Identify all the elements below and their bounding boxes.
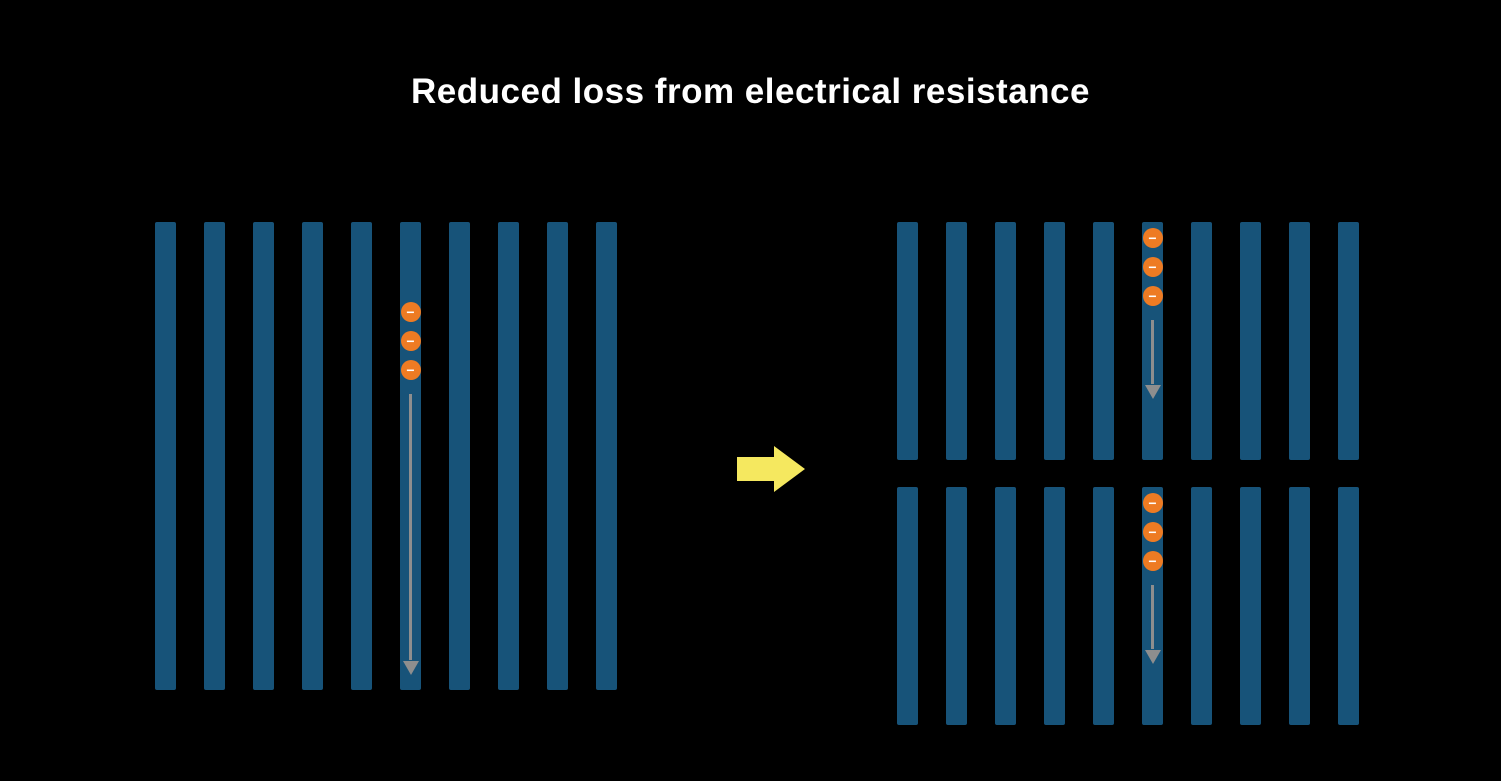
busbar <box>995 222 1016 460</box>
busbar <box>897 222 918 460</box>
electron-icon: − <box>1142 286 1163 306</box>
busbar <box>204 222 225 690</box>
busbar <box>155 222 176 690</box>
electron-icon: − <box>1142 257 1163 277</box>
busbar <box>995 487 1016 725</box>
transition-arrow-head-icon <box>774 446 805 492</box>
flow-arrow-head-icon <box>1144 650 1161 664</box>
busbar <box>449 222 470 690</box>
electron-icon: − <box>400 360 421 380</box>
half-cell-bottom: − − − <box>897 487 1359 725</box>
electron-current-flow: − − − <box>1142 228 1163 399</box>
busbar <box>946 487 967 725</box>
busbar <box>1093 222 1114 460</box>
electron-icon: − <box>1142 228 1163 248</box>
electron-icon: − <box>1142 493 1163 513</box>
electron-icon: − <box>1142 551 1163 571</box>
electron-current-flow: − − − <box>1142 493 1163 664</box>
flow-arrow-shaft <box>409 394 412 660</box>
electron-icon: − <box>400 302 421 322</box>
busbar <box>498 222 519 690</box>
busbar <box>1191 222 1212 460</box>
flow-arrow-shaft <box>1151 585 1154 649</box>
flow-arrow-head-icon <box>1144 385 1161 399</box>
busbar <box>1338 222 1359 460</box>
busbar <box>1338 487 1359 725</box>
busbar <box>1240 222 1261 460</box>
full-solar-cell: − − − <box>155 222 617 690</box>
busbar <box>946 222 967 460</box>
busbar <box>897 487 918 725</box>
half-cell-top: − − − <box>897 222 1359 460</box>
busbar <box>596 222 617 690</box>
electron-icon: − <box>400 331 421 351</box>
transition-right-arrow-icon <box>737 446 807 492</box>
flow-arrow-shaft <box>1151 320 1154 384</box>
transition-arrow-shaft <box>737 457 774 481</box>
busbar <box>351 222 372 690</box>
busbar <box>1191 487 1212 725</box>
busbar <box>1289 222 1310 460</box>
busbar <box>1044 222 1065 460</box>
busbar <box>1289 487 1310 725</box>
busbar <box>1240 487 1261 725</box>
flow-arrow-head-icon <box>402 661 419 675</box>
busbar <box>1093 487 1114 725</box>
busbar <box>547 222 568 690</box>
electron-icon: − <box>1142 522 1163 542</box>
electron-current-flow: − − − <box>400 302 421 675</box>
busbar <box>253 222 274 690</box>
busbar <box>302 222 323 690</box>
busbar <box>1044 487 1065 725</box>
diagram-title: Reduced loss from electrical resistance <box>411 72 1090 111</box>
